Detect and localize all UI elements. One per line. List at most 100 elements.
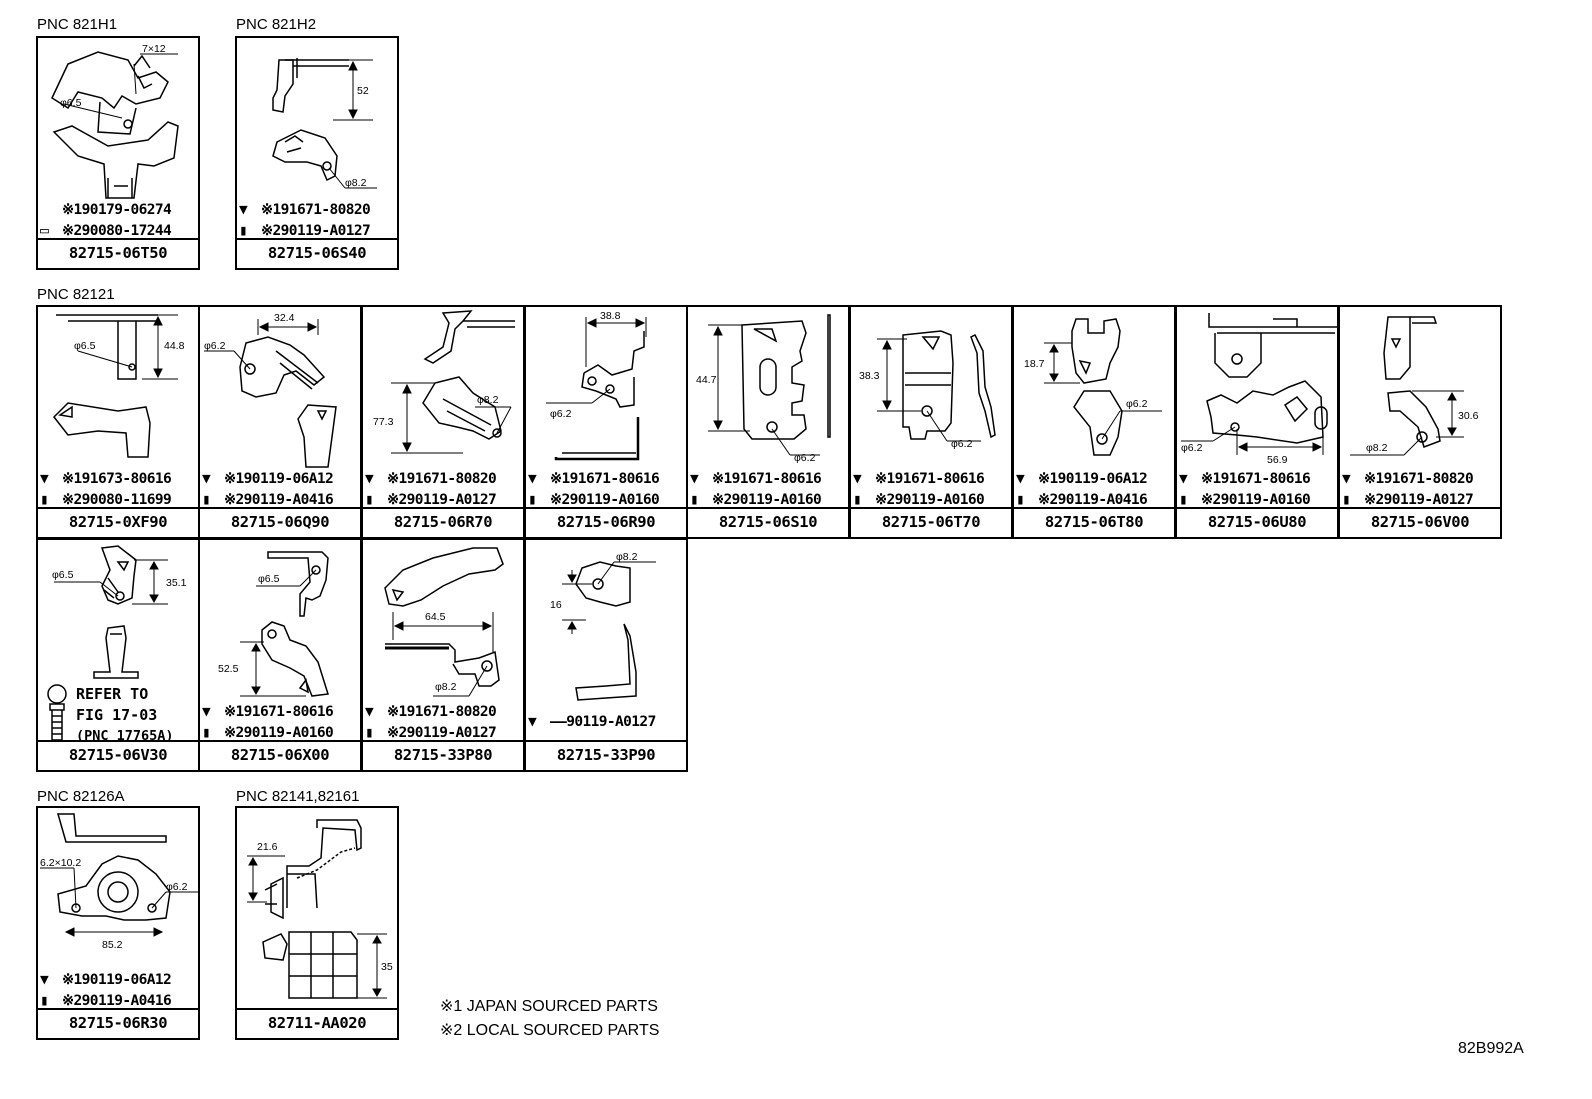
nut-icon: ▭	[40, 223, 49, 239]
dim-label: 18.7	[1024, 358, 1045, 370]
group-label-821h2: PNC 821H2	[236, 16, 317, 33]
dim-label: 64.5	[425, 611, 446, 623]
part-cell-33p80[interactable]: 64.5 φ8.2 ▼※191671-80820 ▮※290119-A0127 …	[361, 538, 525, 772]
part-number[interactable]: 82715-06V30	[38, 740, 198, 770]
dim-label: 85.2	[102, 939, 123, 951]
part-cell-06r90[interactable]: 38.8 φ6.2 ▼※191671-80616 ▮※290119-A0160 …	[524, 305, 688, 539]
fastener-spec: ※190179-06274 ▭※290080-17244	[40, 200, 172, 242]
fastener-spec: ▼※191671-80820 ▮※290119-A0127	[1342, 469, 1474, 511]
flange-bolt-icon: ▼	[239, 202, 248, 218]
group-label-82126a: PNC 82126A	[37, 788, 125, 805]
dim-label: φ6.2	[166, 881, 188, 893]
fastener-spec: ▼※190119-06A12 ▮※290119-A0416	[202, 469, 334, 511]
flange-bolt-icon: ▮	[239, 223, 248, 239]
flange-bolt-icon: ▼	[690, 471, 699, 487]
flange-bolt-icon: ▮	[853, 492, 862, 508]
flange-bolt-icon: ▼	[853, 471, 862, 487]
fastener-spec: ▼※190119-06A12 ▮※290119-A0416	[1016, 469, 1148, 511]
fastener-spec: ▼※191673-80616 ▮※290080-11699	[40, 469, 172, 511]
part-number[interactable]: 82715-06R90	[526, 507, 686, 537]
part-cell-06q90[interactable]: 32.4 φ6.2 ▼※190119-06A12 ▮※290119-A0416 …	[198, 305, 362, 539]
part-number[interactable]: 82715-06S10	[688, 507, 848, 537]
dim-label: 35.1	[166, 577, 187, 589]
dim-label: φ6.2	[204, 340, 226, 352]
fastener-spec: ▼※191671-80820 ▮※290119-A0127	[365, 469, 497, 511]
part-cell-06u80[interactable]: 56.9 φ6.2 ▼※191671-80616 ▮※290119-A0160 …	[1175, 305, 1339, 539]
part-number[interactable]: 82715-33P80	[363, 740, 523, 770]
dim-label: φ6.5	[52, 569, 74, 581]
flange-bolt-icon: ▼	[1342, 471, 1351, 487]
dim-label: 52	[357, 85, 369, 97]
dim-label: 30.6	[1458, 410, 1479, 422]
note-local-sourced: ※2 LOCAL SOURCED PARTS	[440, 1022, 660, 1039]
dim-label: 52.5	[218, 663, 239, 675]
dim-label: φ8.2	[477, 394, 499, 406]
fastener-spec: ▼※191671-80616 ▮※290119-A0160	[1179, 469, 1311, 511]
part-cell-06s10[interactable]: 44.7 φ6.2 ▼※191671-80616 ▮※290119-A0160 …	[686, 305, 850, 539]
part-number[interactable]: 82715-06R30	[38, 1008, 198, 1038]
part-number[interactable]: 82715-0XF90	[38, 507, 198, 537]
part-number[interactable]: 82715-06V00	[1340, 507, 1500, 537]
part-number[interactable]: 82711-AA020	[237, 1008, 397, 1038]
part-cell-06t50[interactable]: 7×12 φ6.5 ※190179-06274 ▭※290080-17244 8…	[36, 36, 200, 270]
dim-label: φ6.2	[1181, 442, 1203, 454]
dim-label: φ6.2	[951, 438, 973, 450]
part-number[interactable]: 82715-06T80	[1014, 507, 1174, 537]
fastener-spec: ▼※191671-80616 ▮※290119-A0160	[853, 469, 985, 511]
note-japan-sourced: ※1 JAPAN SOURCED PARTS	[440, 998, 658, 1015]
dim-label: φ8.2	[616, 551, 638, 563]
flange-bolt-icon: ▮	[202, 492, 211, 508]
dim-label: 7×12	[142, 43, 166, 55]
dim-label: 38.8	[600, 310, 621, 322]
part-number[interactable]: 82715-06Q90	[200, 507, 360, 537]
fastener-spec: ▼※190119-06A12 ▮※290119-A0416	[40, 970, 172, 1012]
flange-bolt-icon: ▼	[202, 704, 211, 720]
flange-bolt-icon: ▮	[365, 492, 374, 508]
dim-label: φ6.5	[60, 97, 82, 109]
dim-label: 44.8	[164, 340, 185, 352]
group-label-82121: PNC 82121	[37, 286, 115, 303]
flange-bolt-icon: ▼	[528, 471, 537, 487]
part-number[interactable]: 82715-06S40	[237, 238, 397, 268]
fastener-spec: ▼※191671-80820 ▮※290119-A0127	[365, 702, 497, 744]
part-number[interactable]: 82715-06X00	[200, 740, 360, 770]
part-cell-aa020[interactable]: 21.6 35 82711-AA020	[235, 806, 399, 1040]
dim-label: φ6.5	[74, 340, 96, 352]
part-cell-06t80[interactable]: 18.7 φ6.2 ▼※190119-06A12 ▮※290119-A0416 …	[1012, 305, 1176, 539]
dim-label: φ6.2	[794, 452, 816, 464]
flange-bolt-icon: ▼	[1179, 471, 1188, 487]
part-number[interactable]: 82715-06U80	[1177, 507, 1337, 537]
part-cell-06t70[interactable]: 38.3 φ6.2 ▼※191671-80616 ▮※290119-A0160 …	[849, 305, 1013, 539]
part-cell-33p90[interactable]: φ8.2 16 ▼——90119-A0127 82715-33P90	[524, 538, 688, 772]
flange-bolt-icon: ▮	[365, 725, 374, 741]
part-cell-06r70[interactable]: 77.3 φ8.2 ▼※191671-80820 ▮※290119-A0127 …	[361, 305, 525, 539]
fastener-spec: ▼※191671-80616 ▮※290119-A0160	[202, 702, 334, 744]
dim-label: 38.3	[859, 370, 880, 382]
dim-label: 6.2×10.2	[40, 857, 81, 869]
part-cell-06v00[interactable]: 30.6 φ8.2 ▼※191671-80820 ▮※290119-A0127 …	[1338, 305, 1502, 539]
part-number[interactable]: 82715-33P90	[526, 740, 686, 770]
flange-bolt-icon: ▼	[1016, 471, 1025, 487]
flange-bolt-icon: ▮	[202, 725, 211, 741]
fastener-spec: ▼※191671-80616 ▮※290119-A0160	[690, 469, 822, 511]
dim-label: φ8.2	[435, 681, 457, 693]
flange-bolt-icon: ▼	[40, 972, 49, 988]
flange-bolt-icon: ▼	[202, 471, 211, 487]
part-cell-06s40[interactable]: 52 φ8.2 ▼※191671-80820 ▮※290119-A0127 82…	[235, 36, 399, 270]
refer-note[interactable]: REFER TO FIG 17-03 (PNC 17765A)	[76, 685, 174, 744]
fastener-spec: ▼※191671-80616 ▮※290119-A0160	[528, 469, 660, 511]
part-number[interactable]: 82715-06T50	[38, 238, 198, 268]
part-cell-06v30[interactable]: φ6.5 35.1 REFER TO FIG 17-03 (PNC 17765A…	[36, 538, 200, 772]
part-cell-06x00[interactable]: φ6.5 52.5 ▼※191671-80616 ▮※290119-A0160 …	[198, 538, 362, 772]
part-number[interactable]: 82715-06T70	[851, 507, 1011, 537]
group-label-82141-82161: PNC 82141,82161	[236, 788, 360, 805]
flange-bolt-icon: ▮	[690, 492, 699, 508]
flange-bolt-icon: ▼	[528, 714, 537, 730]
part-cell-0xf90[interactable]: 44.8 φ6.5 ▼※191673-80616 ▮※290080-11699 …	[36, 305, 200, 539]
flange-bolt-icon: ▮	[1342, 492, 1351, 508]
fastener-spec: ▼※191671-80820 ▮※290119-A0127	[239, 200, 371, 242]
flange-bolt-icon: ▮	[1016, 492, 1025, 508]
diagram-code: 82B992A	[1458, 1040, 1524, 1057]
part-cell-06r30[interactable]: 6.2×10.2 φ6.2 85.2 ▼※190119-06A12 ▮※2901…	[36, 806, 200, 1040]
part-number[interactable]: 82715-06R70	[363, 507, 523, 537]
